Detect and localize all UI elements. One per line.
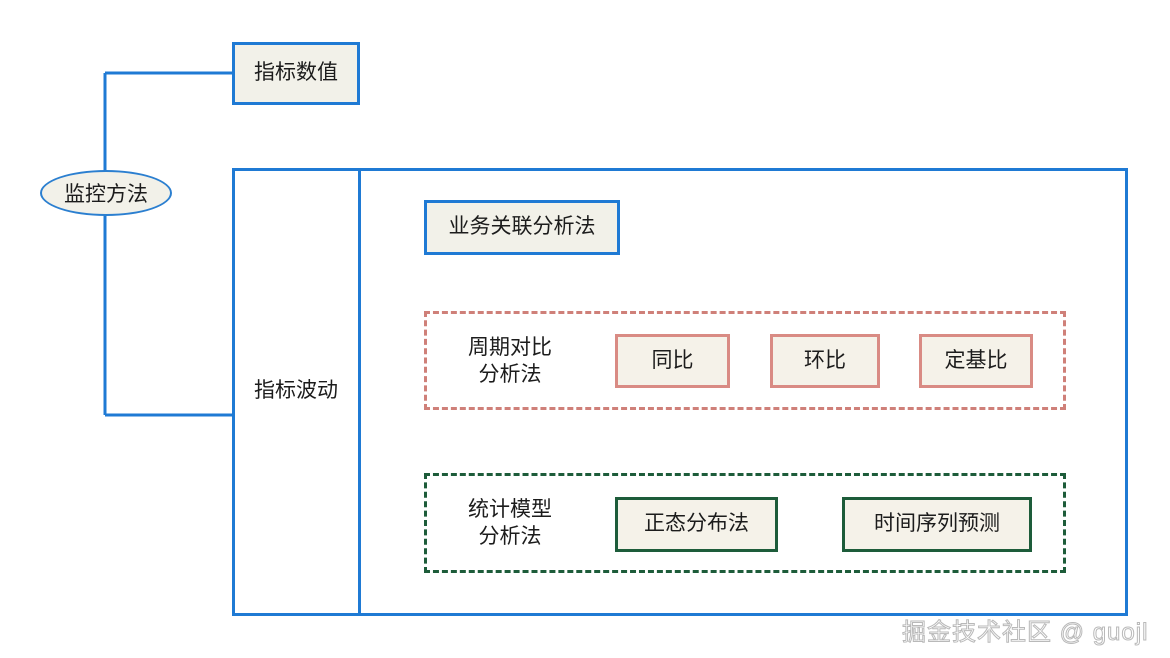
node-month-over-month[interactable]: 环比 [770, 334, 880, 388]
node-month-over-month-label: 环比 [804, 348, 846, 372]
node-business-correlation-analysis[interactable]: 业务关联分析法 [424, 200, 620, 255]
group-statistical-model [424, 473, 1066, 573]
node-normal-distribution-method[interactable]: 正态分布法 [615, 497, 778, 552]
group-statistical-model-label: 统计模型 分析法 [434, 494, 586, 552]
group-period-comparison-text: 周期对比 分析法 [468, 335, 552, 386]
root-node-label: 监控方法 [64, 183, 148, 206]
container-metric-fluctuation [232, 168, 1128, 616]
node-time-series-forecast-label: 时间序列预测 [874, 512, 1000, 536]
node-metric-fluctuation-label: 指标波动 [234, 365, 358, 417]
node-year-over-year-label: 同比 [651, 348, 694, 372]
node-metric-value[interactable]: 指标数值 [232, 42, 360, 105]
node-fixed-base-ratio-label: 定基比 [944, 348, 1008, 372]
root-node-monitoring-method[interactable]: 监控方法 [40, 170, 172, 216]
group-statistical-model-text: 统计模型 分析法 [468, 497, 552, 548]
node-business-correlation-analysis-label: 业务关联分析法 [448, 215, 596, 239]
group-period-comparison-label: 周期对比 分析法 [434, 332, 586, 390]
group-period-comparison [424, 311, 1066, 410]
container-divider [358, 168, 361, 616]
node-year-over-year[interactable]: 同比 [615, 334, 730, 388]
node-normal-distribution-method-label: 正态分布法 [644, 512, 749, 536]
node-metric-value-label: 指标数值 [254, 61, 338, 85]
metric-fluctuation-text: 指标波动 [254, 379, 338, 403]
node-fixed-base-ratio[interactable]: 定基比 [919, 334, 1033, 388]
node-time-series-forecast[interactable]: 时间序列预测 [842, 497, 1032, 552]
